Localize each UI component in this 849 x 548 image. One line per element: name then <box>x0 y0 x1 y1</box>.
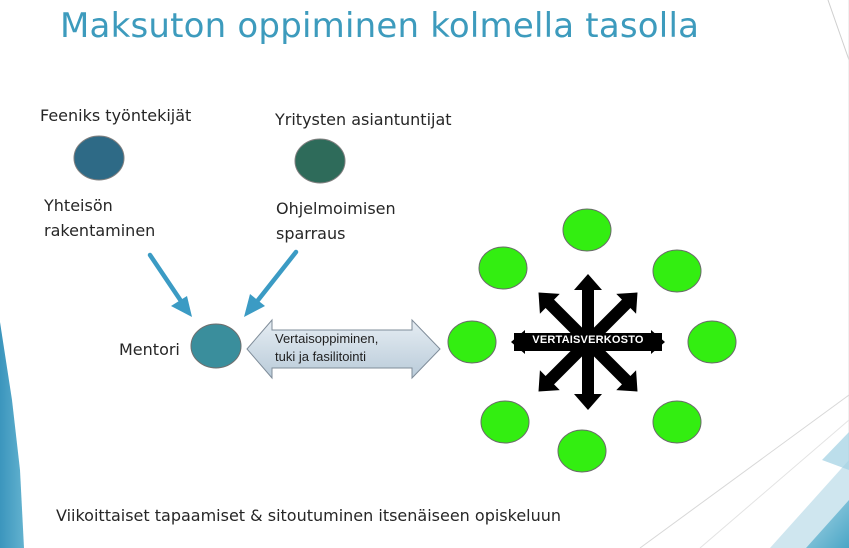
peer-circle <box>447 320 497 364</box>
yritysten-label: Yritysten asiantuntijat <box>275 110 452 129</box>
peer-circle <box>562 208 612 252</box>
mentori-label: Mentori <box>119 340 180 359</box>
star-label-band <box>514 333 662 351</box>
arrow-to-mentor-right <box>244 249 299 317</box>
peer-circle <box>478 246 528 290</box>
peer-circle <box>480 400 530 444</box>
footer-text: Viikoittaiset tapaamiset & sitoutuminen … <box>56 506 562 525</box>
vertaisverkosto-label: VERTAISVERKOSTO <box>532 334 644 346</box>
vertaisoppiminen-label: Vertaisoppiminen, tuki ja fasilitointi <box>275 331 379 365</box>
peer-circle <box>652 400 702 444</box>
yritysten-circle <box>294 138 346 184</box>
ohjelmoimisen-label: Ohjelmoimisen sparraus <box>276 199 396 243</box>
peer-circle <box>557 429 607 473</box>
vertaisoppiminen-arrow <box>246 318 441 380</box>
slide-title: Maksuton oppiminen kolmella tasolla <box>60 6 700 46</box>
peer-circle <box>652 249 702 293</box>
feeniks-label: Feeniks työntekijät <box>40 106 192 125</box>
peer-circles <box>447 208 737 473</box>
left-accent-bar <box>0 322 24 548</box>
peer-circle <box>687 320 737 364</box>
right-decoration <box>639 0 849 548</box>
feeniks-circle <box>73 135 125 181</box>
network-arrow-star <box>511 274 665 410</box>
yhteison-label: Yhteisön rakentaminen <box>44 196 156 240</box>
mentori-circle <box>190 323 242 369</box>
arrow-to-mentor-left <box>147 252 192 317</box>
